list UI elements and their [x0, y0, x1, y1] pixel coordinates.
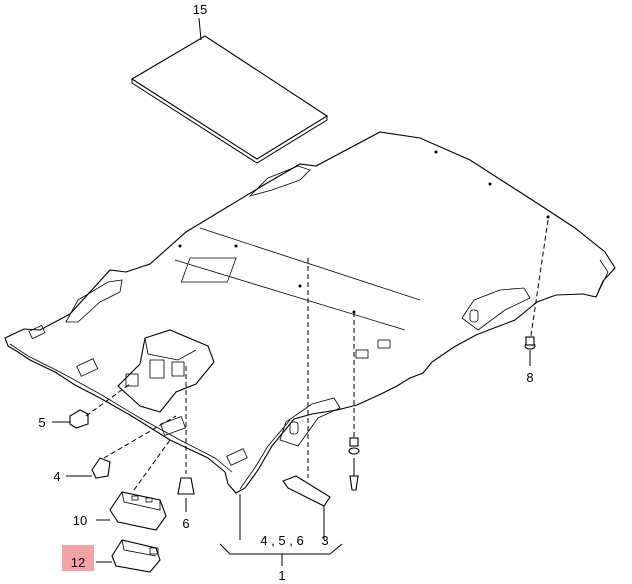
label-10: 10: [73, 513, 87, 528]
clip-lower: [177, 366, 195, 512]
label-4: 4: [53, 469, 60, 484]
clip-left: [52, 383, 131, 429]
label-12: 12: [71, 555, 85, 570]
headliner-panel: [4, 131, 616, 494]
label-4-5-6: 4 , 5 , 6: [260, 533, 303, 548]
lamp-housing-10: [96, 439, 171, 531]
clip-right-mid: [348, 312, 360, 491]
assembly-bracket: [219, 494, 343, 566]
lamp-12: [96, 539, 161, 573]
cover-part: [282, 258, 331, 540]
insulation-mat: [130, 17, 329, 164]
label-15: 15: [193, 2, 207, 17]
clip-right-upper: [524, 219, 549, 366]
label-8-upper: 8: [526, 370, 533, 385]
label-6-lower: 6: [182, 516, 189, 531]
label-3: 3: [321, 533, 328, 548]
label-1: 1: [278, 568, 285, 583]
highlight-label-12: [62, 545, 94, 571]
hook-part: [66, 415, 177, 479]
label-5: 5: [38, 415, 45, 430]
